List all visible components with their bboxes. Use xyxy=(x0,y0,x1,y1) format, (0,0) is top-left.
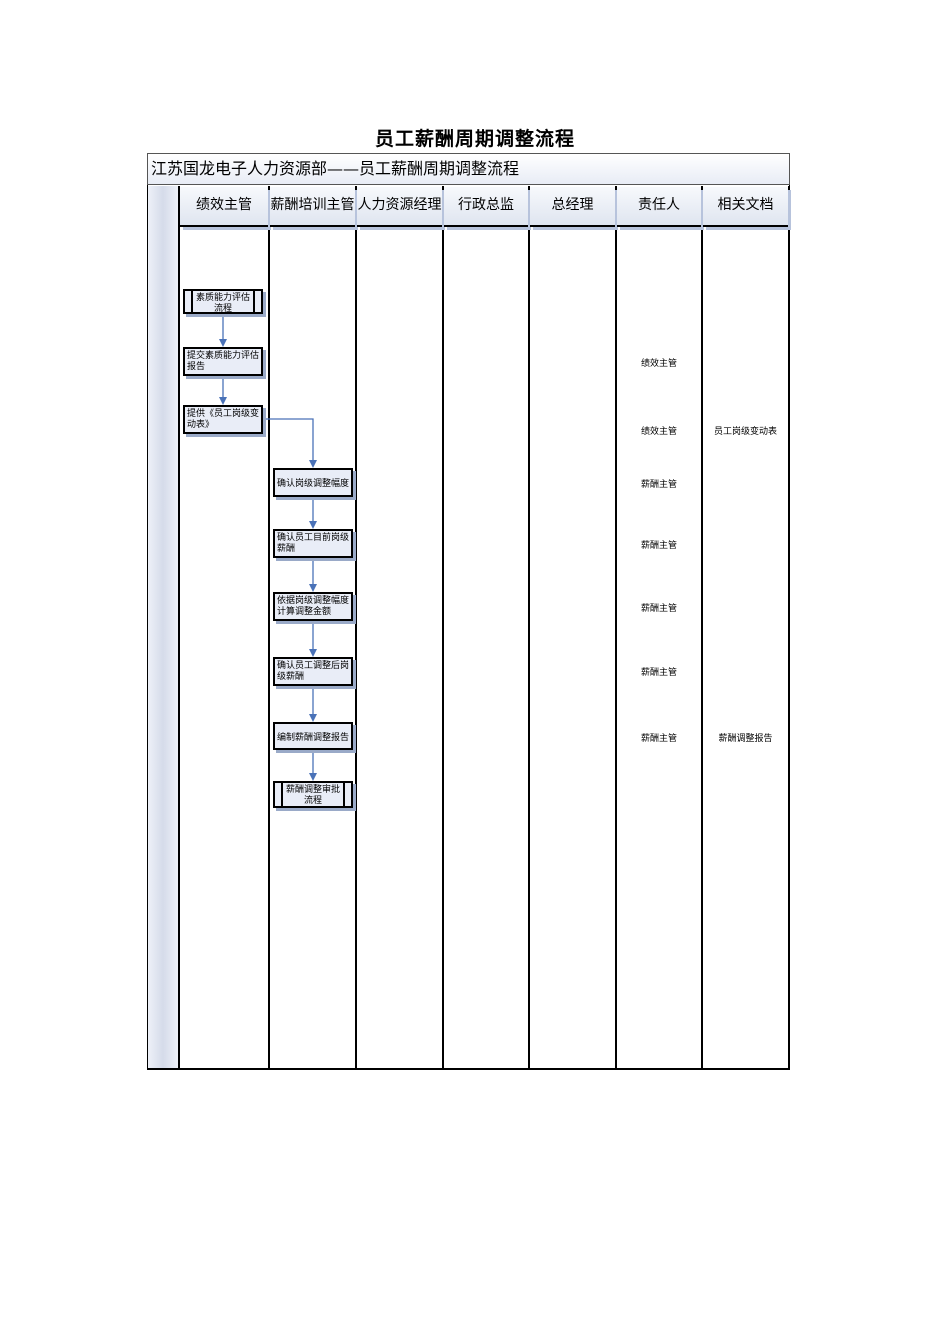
lane-header-general-manager: 总经理 xyxy=(530,187,615,227)
responsible-label: 薪酬主管 xyxy=(640,604,677,614)
subprocess-competency-assessment: 素质能力评估流程 xyxy=(183,289,263,314)
lane-header-hr-manager: 人力资源经理 xyxy=(357,187,442,227)
lane-divider xyxy=(442,186,444,1070)
bottom-border xyxy=(147,1068,790,1070)
arrow-3 xyxy=(263,418,317,468)
lane-header-responsible: 责任人 xyxy=(617,187,701,227)
step-provide-grade-change-table: 提供《员工岗级变动表》 xyxy=(183,405,263,434)
subprocess-salary-approval: 薪酬调整审批流程 xyxy=(273,781,353,808)
document-label: 员工岗级变动表 xyxy=(713,427,777,437)
responsible-label: 绩效主管 xyxy=(640,427,677,437)
responsible-label: 薪酬主管 xyxy=(640,734,677,744)
department-title-bar: 江苏国龙电子人力资源部——员工薪酬周期调整流程 xyxy=(147,153,790,185)
step-confirm-grade-adjustment: 确认岗级调整幅度 xyxy=(273,468,353,497)
lane-divider xyxy=(355,186,357,1070)
step-submit-assessment-report: 提交素质能力评估报告 xyxy=(183,347,263,376)
document-label: 薪酬调整报告 xyxy=(718,734,773,744)
lane-header-admin-director: 行政总监 xyxy=(444,187,528,227)
lane-divider xyxy=(178,186,180,1070)
step-confirm-adjusted-salary: 确认员工调整后岗级薪酬 xyxy=(273,657,353,686)
step-confirm-current-grade-salary: 确认员工目前岗级薪酬 xyxy=(273,529,353,558)
lane-header-documents: 相关文档 xyxy=(703,187,788,227)
lane-header-performance-supervisor: 绩效主管 xyxy=(180,187,268,227)
lane-divider xyxy=(528,186,530,1070)
responsible-label: 薪酬主管 xyxy=(640,480,677,490)
left-margin-strip xyxy=(148,186,178,1069)
lane-divider xyxy=(268,186,270,1070)
step-calculate-adjustment-amount: 依据岗级调整幅度计算调整金额 xyxy=(273,592,353,621)
lane-header-compensation-supervisor: 薪酬培训主管 xyxy=(270,187,355,227)
responsible-label: 绩效主管 xyxy=(640,359,677,369)
responsible-label: 薪酬主管 xyxy=(640,668,677,678)
lane-divider xyxy=(701,186,703,1070)
step-compile-salary-report: 编制薪酬调整报告 xyxy=(273,722,353,750)
lane-divider xyxy=(615,186,617,1070)
responsible-label: 薪酬主管 xyxy=(640,541,677,551)
page-title: 员工薪酬周期调整流程 xyxy=(374,128,575,150)
lane-divider xyxy=(788,186,790,1070)
